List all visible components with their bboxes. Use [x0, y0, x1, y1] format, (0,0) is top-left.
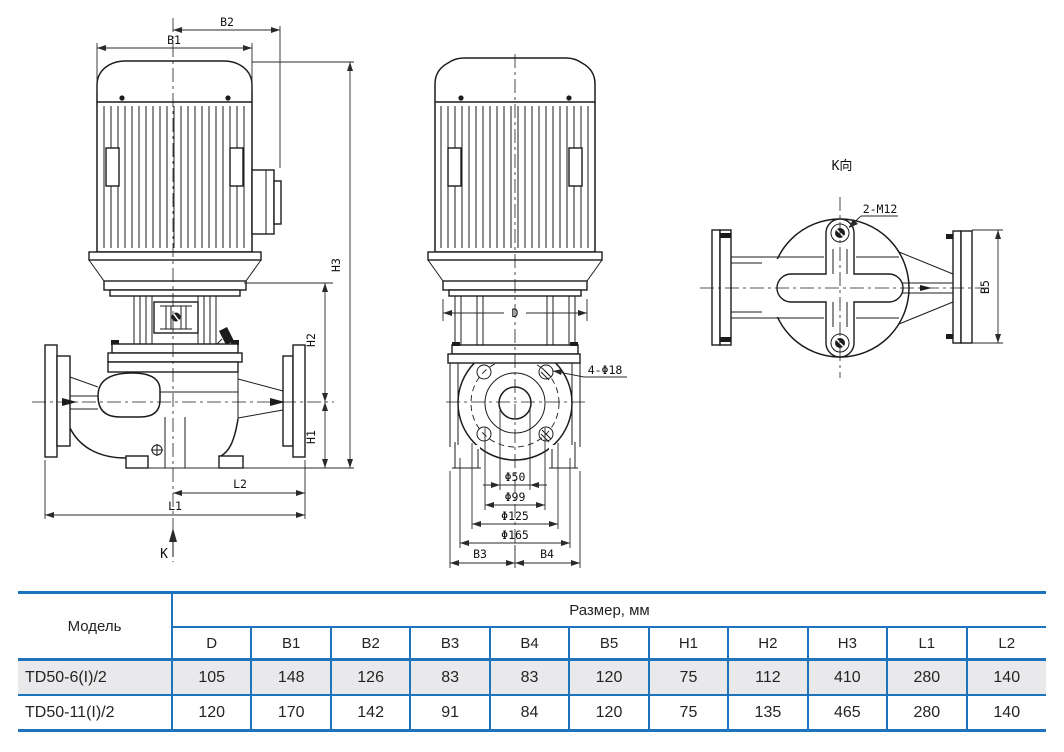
dim-value-cell: 83: [409, 658, 491, 696]
dim-value-cell: 135: [727, 694, 809, 732]
dim-label-h1: H1: [304, 430, 318, 444]
dim-value-cell: 140: [965, 694, 1046, 732]
pump-flange-face: [447, 342, 581, 469]
pump-dimension-drawing: B2 B1 H3 H2 H1 L2: [32, 15, 1003, 568]
side-view: D Φ50 Φ99 Φ125 Φ165: [427, 54, 627, 568]
k-view-title: K向: [832, 158, 853, 174]
dim-value-cell: 83: [488, 658, 571, 696]
motor-front: [96, 60, 253, 253]
dim-label-d: D: [512, 306, 519, 320]
k-view: K向: [700, 158, 1003, 378]
dim-value-cell: 280: [886, 694, 968, 732]
dim-value-cell: 91: [409, 694, 491, 732]
dim-label-phi50: Φ50: [505, 470, 526, 484]
dim-label-phi99: Φ99: [505, 490, 526, 504]
col-header: B4: [488, 626, 571, 661]
table-subheader-row: D B1 B2 B3 B4 B5 H1 H2 H3 L1 L2: [18, 626, 1046, 661]
dim-value-cell: 280: [886, 658, 968, 696]
dim-value-cell: 120: [568, 694, 650, 732]
view-arrow-label-k: K: [160, 547, 168, 562]
dimension-table: Модель Размер, мм D B1 B2 B3 B4 B5 H1 H2…: [18, 591, 1046, 732]
col-header: D: [172, 626, 253, 661]
dim-value-cell: 126: [329, 658, 412, 696]
dim-value-cell: 410: [806, 658, 889, 696]
front-view-dimensions: B2 B1 H3 H2 H1 L2: [44, 15, 354, 562]
table-header-row: Модель Размер, мм: [18, 591, 1046, 661]
model-column-header: Модель: [18, 591, 173, 661]
pump-volute-front: [69, 372, 284, 469]
table-row: TD50-6(I)/2 105 148 126 83 83 120 75 112…: [18, 658, 1046, 696]
dim-label-h3: H3: [329, 258, 343, 272]
dim-label-l2: L2: [233, 477, 247, 491]
bolt-callout-2xm12: 2-M12: [863, 202, 898, 216]
dim-label-b4: B4: [540, 547, 554, 561]
col-header: H1: [647, 626, 730, 661]
col-header: L2: [965, 626, 1046, 661]
side-view-dimensions: D Φ50 Φ99 Φ125 Φ165: [442, 299, 627, 568]
bolt-callout-4xphi18: 4-Φ18: [588, 363, 623, 377]
model-name: TD50-6(I)/2: [18, 658, 173, 696]
col-header: H2: [727, 626, 809, 661]
dim-label-b1: B1: [167, 33, 181, 47]
dim-value-cell: 170: [250, 694, 332, 732]
dim-label-b5: B5: [978, 280, 992, 294]
dim-label-b2: B2: [220, 15, 234, 29]
size-header: Размер, мм: [171, 591, 1046, 628]
col-header: L1: [886, 626, 968, 661]
model-name: TD50-11(I)/2: [18, 694, 173, 732]
col-header: H3: [806, 626, 889, 661]
dim-value-cell: 148: [250, 658, 332, 696]
table-row: TD50-11(I)/2 120 170 142 91 84 120 75 13…: [18, 694, 1046, 732]
dim-label-l1: L1: [168, 499, 182, 513]
dim-value-cell: 140: [965, 658, 1046, 696]
dim-value-cell: 465: [806, 694, 889, 732]
dim-value-cell: 142: [329, 694, 412, 732]
front-view: B2 B1 H3 H2 H1 L2: [32, 15, 354, 562]
col-header: B5: [568, 626, 650, 661]
dim-value-cell: 75: [647, 694, 730, 732]
col-header: B2: [329, 626, 412, 661]
k-view-dimensions: 2-M12 B5: [848, 202, 1003, 344]
dim-value-cell: 84: [488, 694, 571, 732]
dim-value-cell: 120: [568, 658, 650, 696]
dim-label-b3: B3: [473, 547, 487, 561]
dim-label-phi125: Φ125: [501, 509, 529, 523]
dim-label-h2: H2: [304, 333, 318, 347]
col-header: B3: [409, 626, 491, 661]
dim-value-cell: 120: [170, 694, 253, 732]
dim-value-cell: 75: [647, 658, 730, 696]
dim-label-phi165: Φ165: [501, 528, 529, 542]
col-header: B1: [250, 626, 332, 661]
terminal-box: [251, 169, 282, 235]
discharge-flange: [282, 344, 306, 458]
k-view-left-flange: [711, 229, 732, 346]
k-view-right-flange: [946, 230, 973, 344]
dim-value-cell: 112: [727, 658, 809, 696]
motor-stand-front: [88, 251, 262, 373]
dim-value-cell: 105: [170, 658, 253, 696]
